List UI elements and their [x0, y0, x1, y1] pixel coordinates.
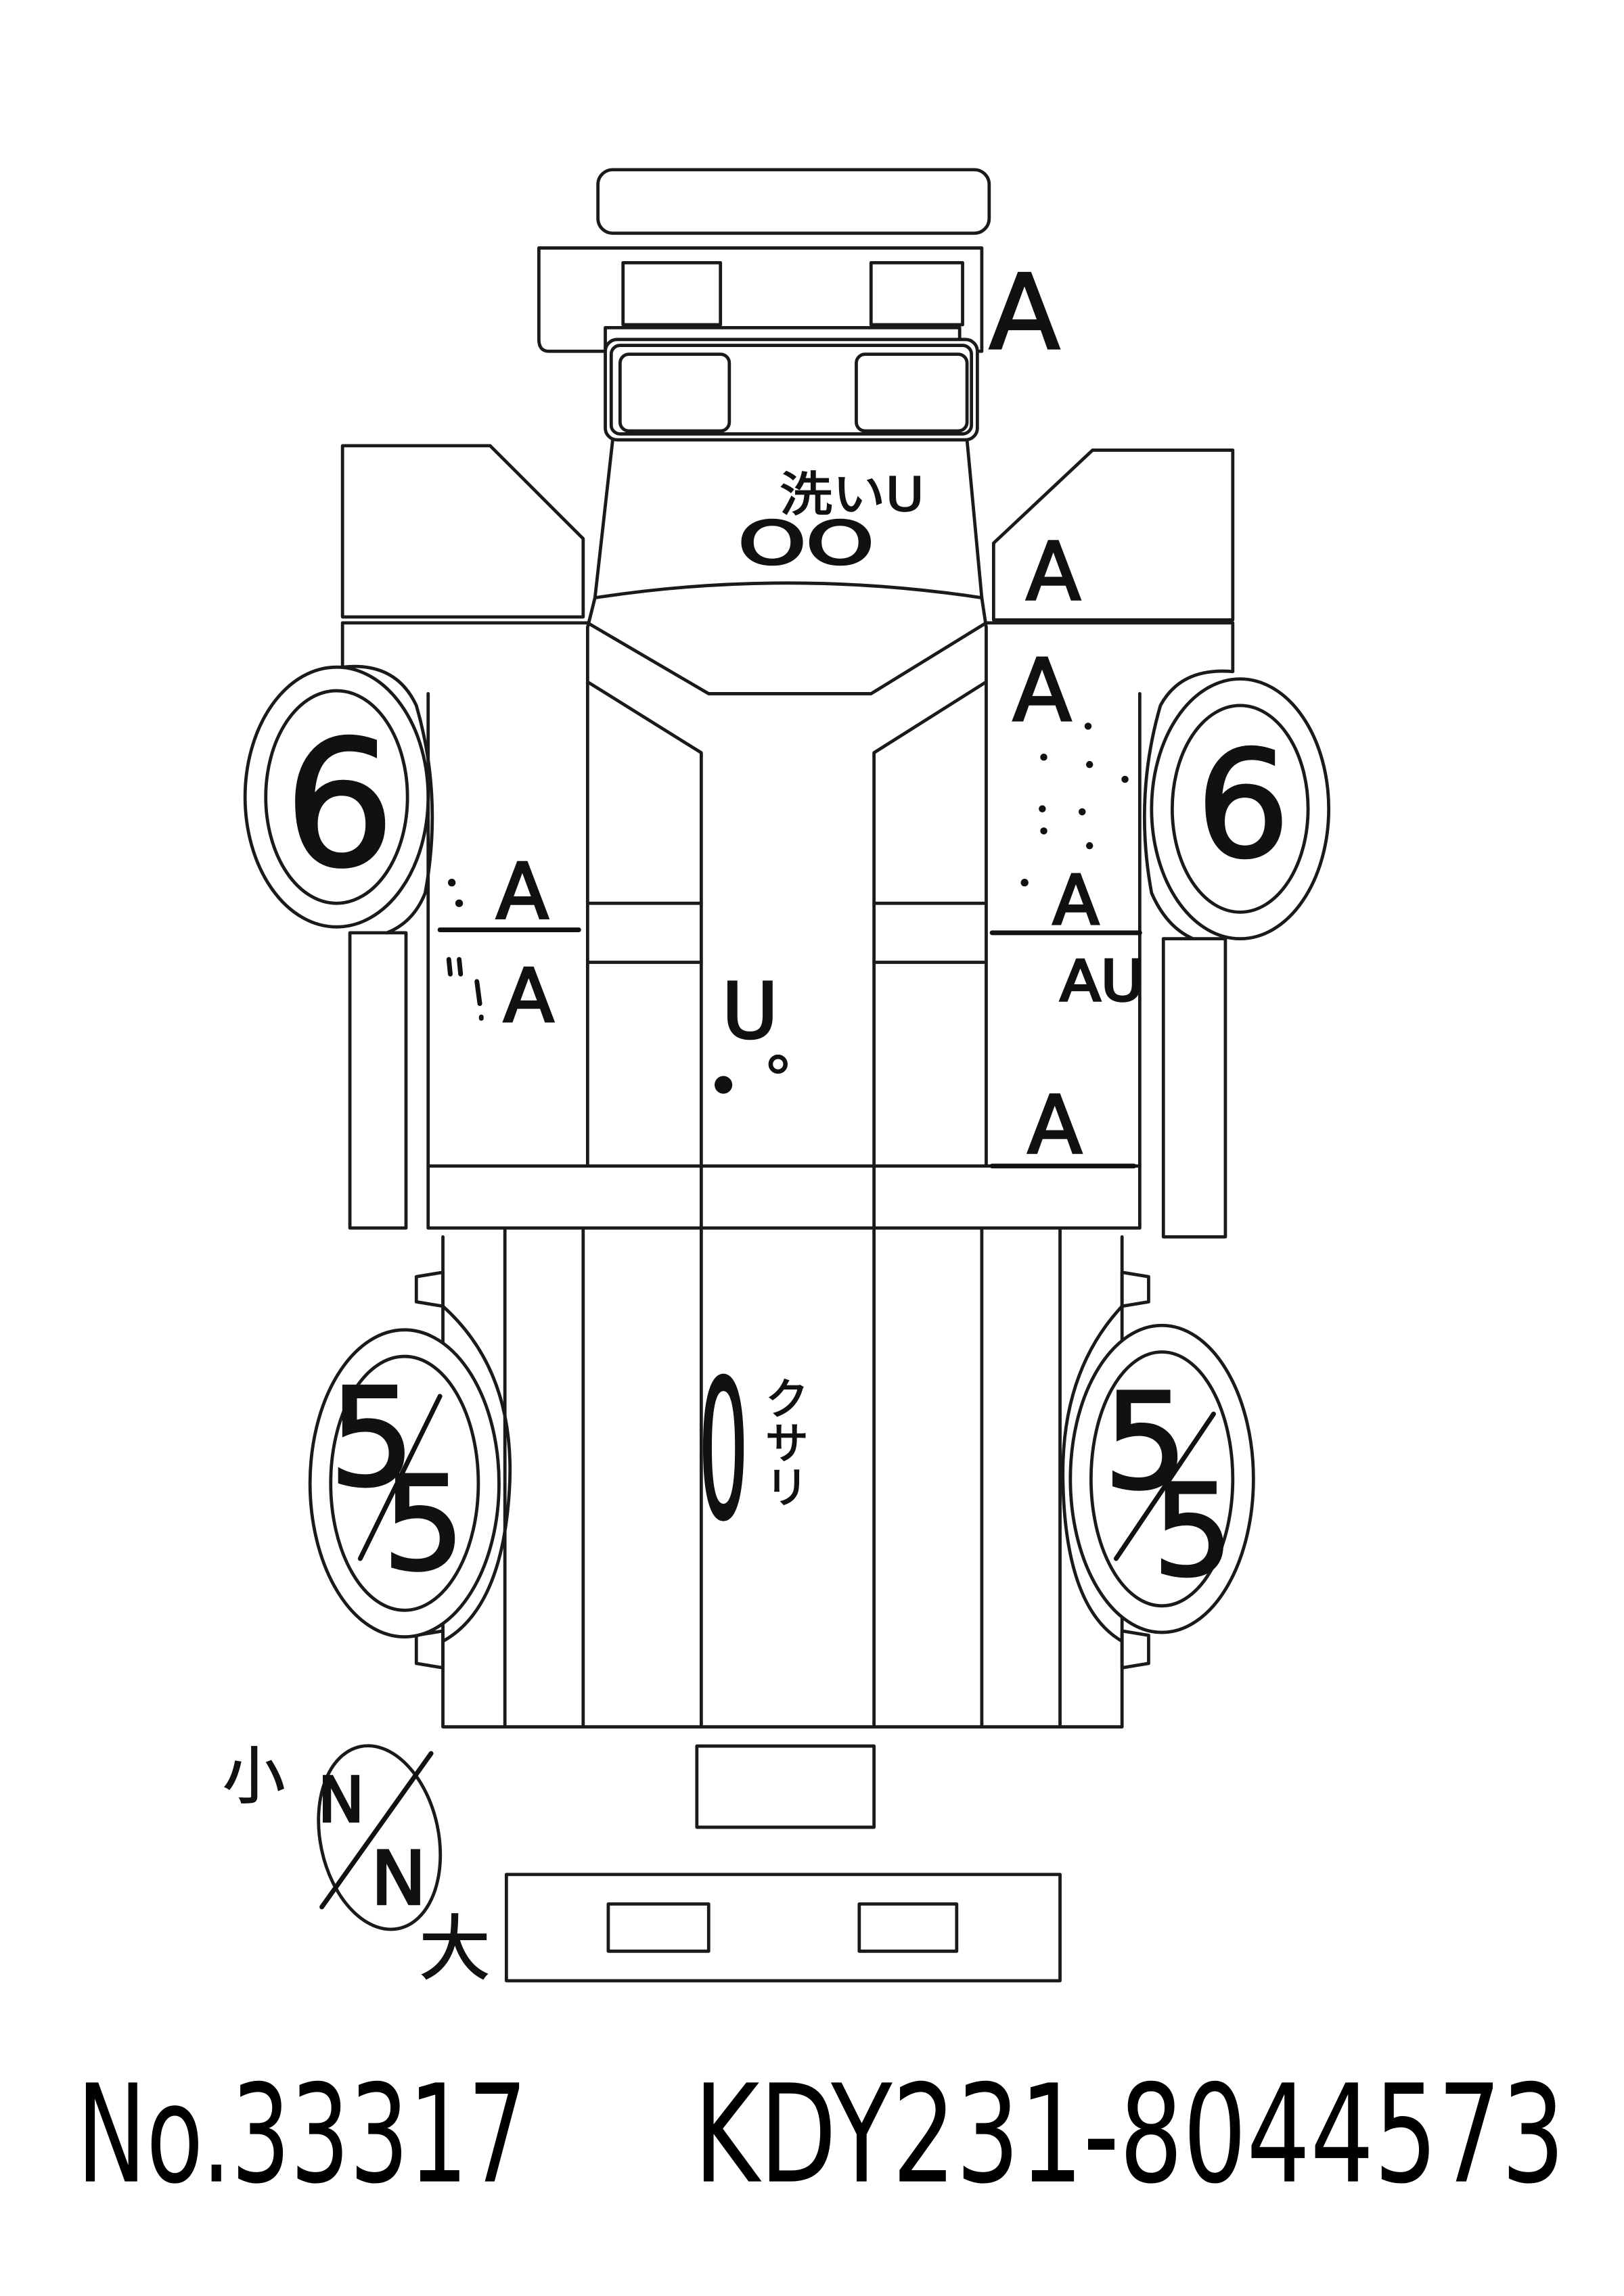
- right-front-tire-value: 6: [1196, 719, 1290, 891]
- footer: No.33317 KDY231-8044573: [76, 2057, 1564, 2214]
- right-mirror-panel: [991, 449, 1235, 622]
- size-gauge-oval: [317, 1744, 443, 1931]
- cargo-bed: [441, 1226, 1124, 1729]
- annotations: A 洗いU OO A A 6 6 A A A AU: [223, 252, 1292, 1991]
- roof-dot-1: [715, 1076, 733, 1094]
- right-rear-mark: A: [1028, 1079, 1083, 1172]
- windshield: [593, 581, 984, 600]
- cross-member: [426, 1164, 1142, 1230]
- left-rear-tire-value: 5 5: [328, 1358, 466, 1601]
- left-rear-tire-bottom: 5: [382, 1449, 465, 1600]
- right-rear-tire-top: 5: [1104, 1365, 1188, 1519]
- rear-right-lamp: [857, 1902, 959, 1953]
- tires: [243, 665, 1331, 1643]
- bed-note: クサリ: [757, 1375, 808, 1508]
- left-door-lower-mark: A: [503, 953, 554, 1039]
- roof-front: [585, 621, 988, 695]
- left-rear-tire: [308, 1304, 512, 1643]
- rear-bumper: [504, 1873, 1062, 1983]
- left-headlight: [618, 352, 731, 433]
- left-door-upper-dots: [447, 879, 464, 907]
- bed-mark: 0: [698, 1339, 748, 1563]
- right-side-rail: [1161, 937, 1227, 1239]
- right-fender-dots: [1020, 722, 1129, 887]
- right-front-tire: [1150, 677, 1331, 941]
- size-large-label: 大: [420, 1908, 491, 1990]
- front-bumper-mark: A: [989, 253, 1060, 373]
- right-front-fender-mark: A: [1013, 641, 1072, 741]
- center-right-line: [872, 680, 988, 1729]
- front-top-bar: [596, 168, 991, 235]
- size-gauge-bottom: N: [371, 1836, 426, 1922]
- size-gauge-slash: [319, 1751, 434, 1910]
- left-mid-lines: [585, 901, 703, 964]
- left-front-tire: [243, 665, 430, 929]
- cab-right-edge: [965, 438, 988, 1168]
- right-mid-lines: [872, 901, 988, 964]
- rear-hitch: [695, 1744, 876, 1829]
- front-left-lamp: [621, 260, 723, 327]
- right-rear-tire-bottom: 5: [1152, 1458, 1233, 1605]
- left-front-tire-value: 6: [284, 704, 395, 906]
- right-front-arch: [1142, 669, 1235, 941]
- grille-inner: [609, 344, 974, 436]
- size-gauge-top: N: [318, 1764, 365, 1836]
- size-gauge: 小 N N 大: [223, 1740, 491, 1991]
- vehicle-outline: [340, 168, 1235, 1983]
- front-right-lamp: [869, 260, 964, 327]
- left-front-arch: [340, 664, 434, 935]
- roof-mark: U: [722, 967, 778, 1056]
- center-left-line: [585, 680, 703, 1729]
- right-rear-tire-slash: [1113, 1411, 1216, 1561]
- right-side-top: [985, 621, 1235, 674]
- left-mirror-panel: [340, 444, 585, 619]
- cab-left-edge: [585, 438, 614, 1168]
- left-rear-tire-top: 5: [329, 1360, 415, 1517]
- hood-note: 洗いU: [780, 467, 924, 522]
- left-rear-tire-slash: [357, 1394, 443, 1561]
- left-side-top: [340, 621, 589, 674]
- chassis-number: KDY231-8044573: [694, 2057, 1564, 2214]
- grille-outer: [604, 338, 979, 442]
- left-door-lower-specks: [446, 957, 484, 1021]
- left-door-upper-mark: A: [496, 847, 549, 936]
- right-mirror-mark: A: [1026, 526, 1081, 618]
- right-door-upper-mark: A: [1053, 861, 1100, 940]
- right-headlight: [855, 352, 969, 433]
- rear-left-lamp: [606, 1902, 710, 1953]
- stock-number: No.33317: [76, 2057, 526, 2214]
- size-small-label: 小: [223, 1740, 285, 1812]
- right-rear-tire-value: 5 5: [1102, 1364, 1234, 1607]
- right-door-lower-mark: AU: [1060, 948, 1144, 1014]
- left-side-rail: [348, 931, 408, 1230]
- roof-dot-2: [768, 1054, 788, 1074]
- hood-mark: OO: [738, 509, 874, 578]
